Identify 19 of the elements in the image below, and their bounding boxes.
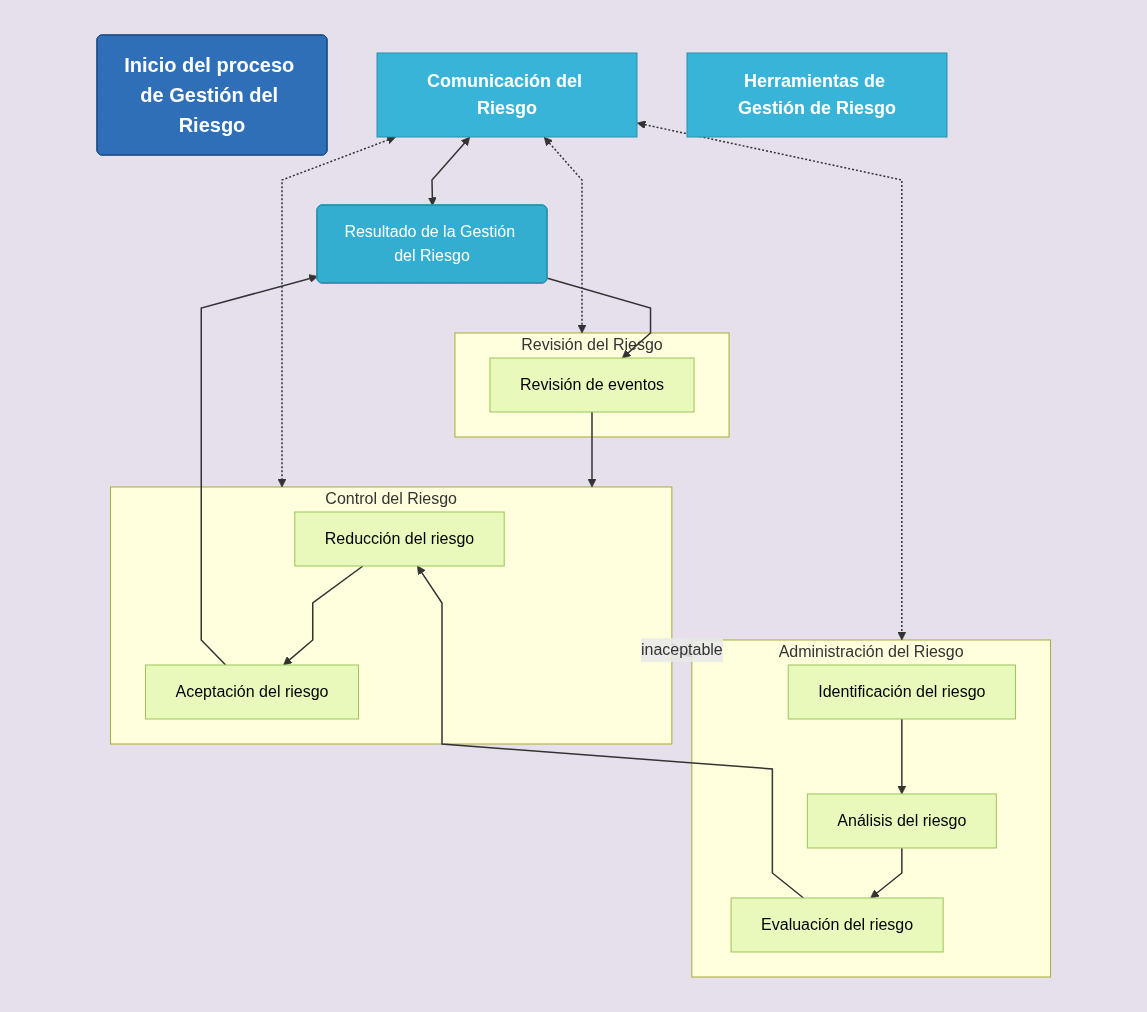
arrow [870,847,903,899]
arrow [636,120,906,641]
arrow [416,565,804,899]
node-box: Identificación del riesgo [787,664,1016,720]
node-box: Aceptación del riesgo [144,664,359,720]
node-box: Comunicación del Riesgo [376,52,638,138]
arrow [546,277,652,359]
arrow [897,718,906,795]
node-box: Evaluación del riesgo [730,897,944,953]
arrow [200,274,318,666]
arrow [427,136,470,206]
node-box: Herramientas de Gestión de Riesgo [686,52,948,138]
node-box: Revisión de eventos [489,357,695,413]
arrow [587,411,597,488]
arrow [282,565,364,666]
arrow [543,136,587,334]
edge-label: inaceptable [640,641,723,659]
node-box: Reducción del riesgo [294,511,505,567]
node-box: Análisis del riesgo [806,793,997,849]
